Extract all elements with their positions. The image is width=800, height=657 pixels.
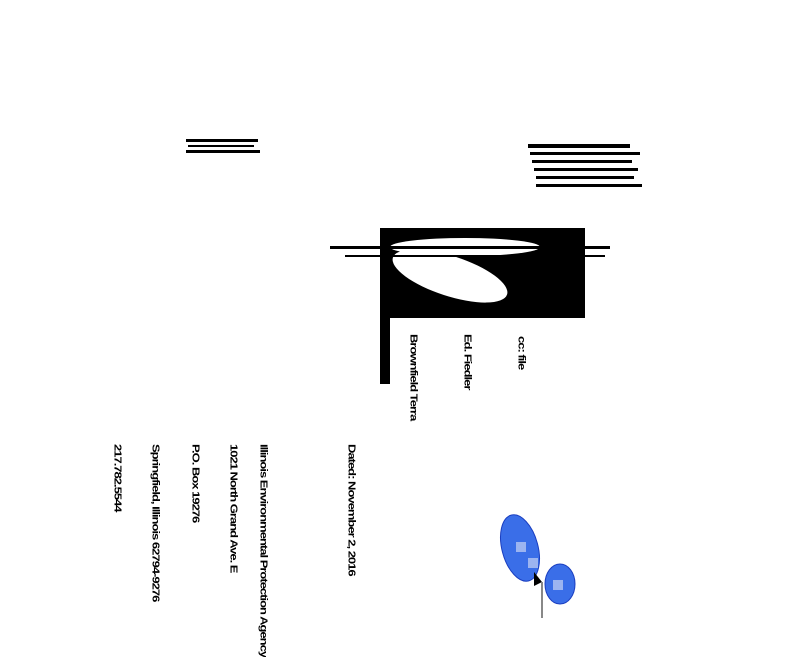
address-line: 1021 North Grand Ave. E	[228, 444, 240, 573]
caption: Ed. Fiedler	[462, 334, 474, 390]
address-line: Springfield, Illinois 62794-9276	[150, 444, 162, 602]
caption: cc: file	[516, 336, 528, 370]
blue-stamp-mark	[500, 514, 576, 618]
caption: Brownfield Terra	[408, 334, 420, 421]
address-line: Illinois Environmental Protection Agency	[258, 444, 270, 657]
address-line: P.O. Box 19276	[190, 444, 202, 523]
date-line: Dated: November 2, 2016	[346, 444, 358, 576]
photo-caption-panel: Brownfield Terra Ed. Fiedler cc: file	[390, 318, 606, 420]
address-line: 217.782.5544	[112, 444, 124, 512]
